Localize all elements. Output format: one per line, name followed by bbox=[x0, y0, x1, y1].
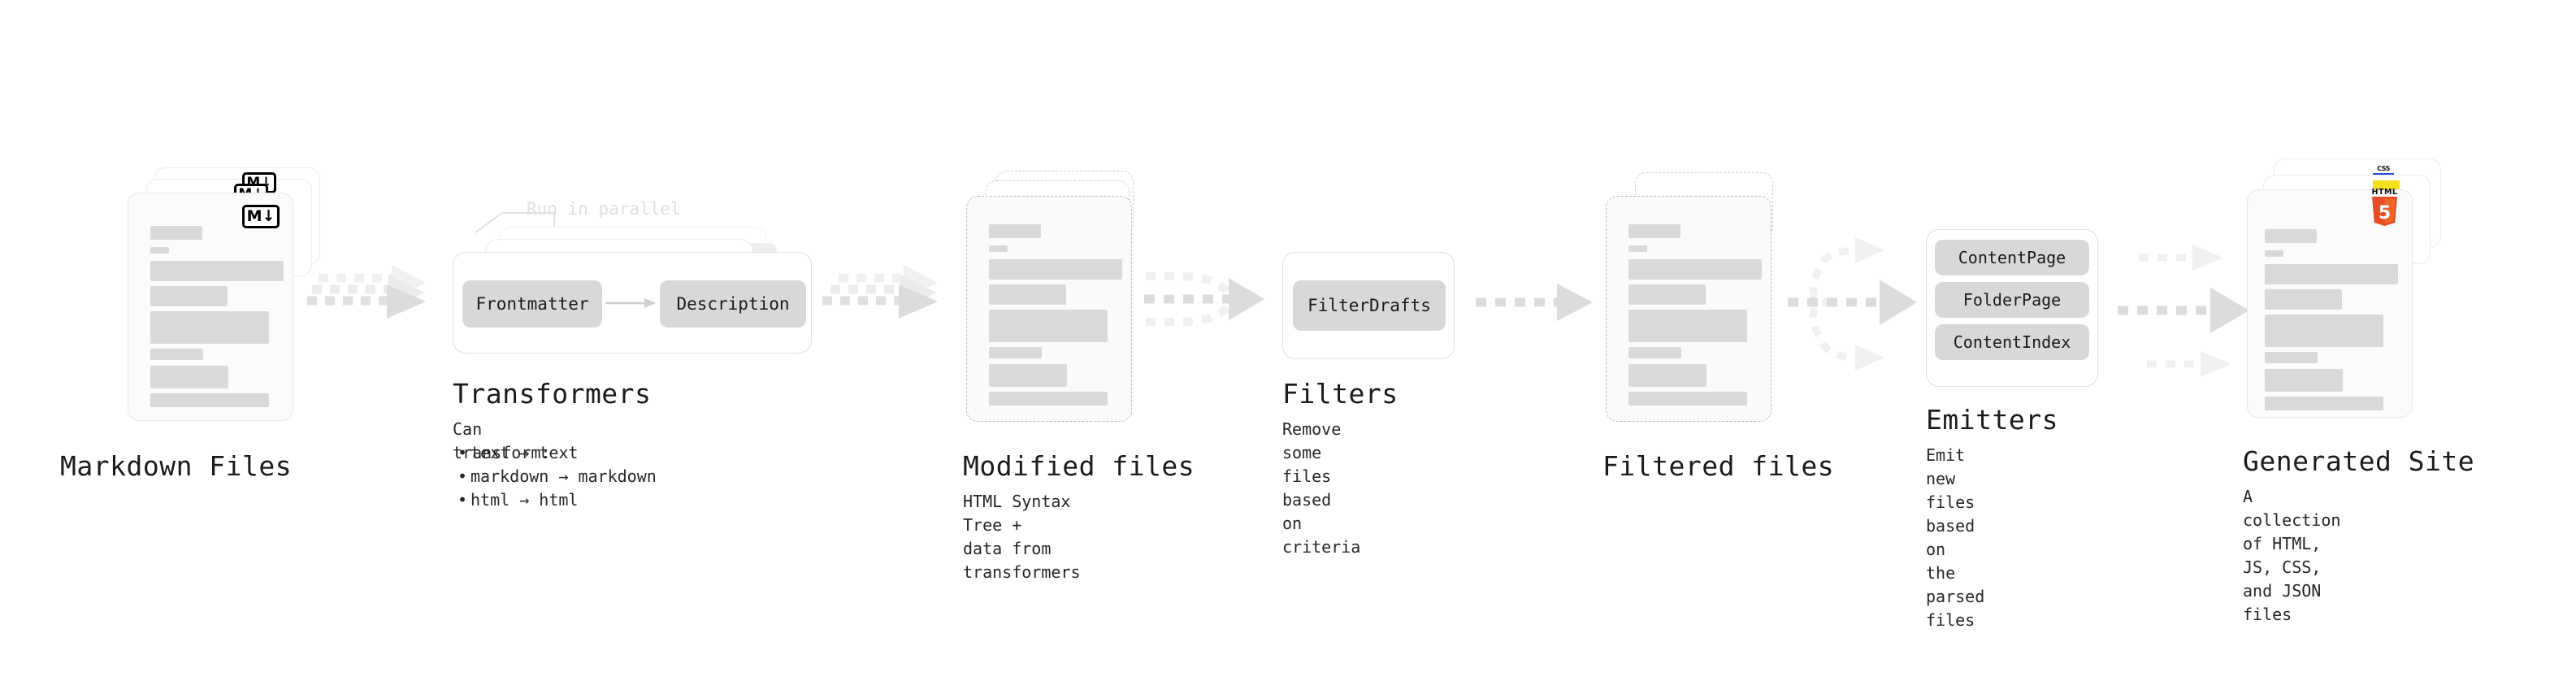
doc-line bbox=[989, 364, 1067, 387]
emitter-node-contentpage[interactable]: ContentPage bbox=[1935, 240, 2089, 275]
doc-line bbox=[2265, 369, 2343, 392]
doc-line bbox=[1628, 224, 1680, 238]
arrow-markdown-to-transformers bbox=[307, 265, 426, 319]
arrow-filtered-files-to-emitters bbox=[1788, 237, 1917, 371]
doc-line bbox=[1628, 364, 1706, 387]
doc-line bbox=[150, 393, 269, 407]
doc-line bbox=[150, 261, 284, 281]
doc-line bbox=[1628, 347, 1681, 358]
stage-desc-filters: Remove some files based on criteria bbox=[1282, 419, 1361, 557]
doc-line bbox=[150, 286, 228, 306]
doc-line bbox=[1628, 392, 1747, 406]
doc-line bbox=[989, 245, 1008, 252]
doc-line bbox=[150, 247, 169, 254]
generated-file-sheet-front bbox=[2247, 189, 2413, 418]
filter-node-filterdrafts[interactable]: FilterDrafts bbox=[1293, 280, 1446, 331]
transformer-arrow-front bbox=[605, 298, 656, 308]
doc-line bbox=[1628, 310, 1747, 342]
doc-line bbox=[2265, 250, 2283, 257]
html5-badge: HTML 5 bbox=[2371, 189, 2398, 228]
list-item: html → html bbox=[453, 488, 657, 512]
doc-line bbox=[150, 226, 202, 240]
stage-title-filtered-files: Filtered files bbox=[1602, 450, 1835, 482]
doc-line bbox=[2265, 314, 2383, 347]
stage-title-generated-site: Generated Site bbox=[2243, 445, 2475, 477]
arrow-transformers-to-modified-files bbox=[822, 265, 938, 319]
doc-line bbox=[989, 259, 1122, 280]
doc-line bbox=[1628, 245, 1647, 252]
arrow-modified-files-to-filters bbox=[1144, 272, 1264, 326]
transformers-bullet-list: text → text markdown → markdown html → h… bbox=[453, 441, 657, 512]
stage-desc-generated-site: A collection of HTML, JS, CSS, and JSON … bbox=[2243, 487, 2341, 624]
arrow-emitters-to-generated-site bbox=[2118, 245, 2249, 377]
doc-line bbox=[1628, 284, 1706, 305]
filtered-file-sheet-front bbox=[1606, 196, 1772, 422]
stage-title-emitters: Emitters bbox=[1926, 404, 2058, 436]
doc-line bbox=[150, 349, 203, 360]
doc-line bbox=[2265, 289, 2342, 310]
html5-shield-icon: 5 bbox=[2372, 197, 2397, 226]
doc-line bbox=[989, 310, 1108, 342]
transformer-node-description[interactable]: Description bbox=[660, 280, 806, 327]
stage-desc-modified-files: HTML Syntax Tree + data from transformer… bbox=[963, 492, 1081, 582]
emitter-node-folderpage[interactable]: FolderPage bbox=[1935, 282, 2089, 318]
doc-line bbox=[2265, 397, 2383, 410]
doc-line bbox=[2265, 264, 2398, 284]
doc-line bbox=[2265, 352, 2318, 363]
stage-title-transformers: Transformers bbox=[453, 378, 652, 410]
run-in-parallel-label: Run in parallel bbox=[527, 199, 681, 219]
markdown-file-sheet-front bbox=[128, 193, 293, 421]
list-item: markdown → markdown bbox=[453, 465, 657, 488]
list-item: text → text bbox=[453, 441, 657, 465]
transformer-node-frontmatter[interactable]: Frontmatter bbox=[462, 280, 602, 327]
doc-line bbox=[150, 366, 228, 388]
doc-line bbox=[989, 392, 1108, 406]
doc-line bbox=[2265, 229, 2317, 243]
modified-file-sheet-front bbox=[966, 196, 1132, 422]
arrow-filters-to-filtered-files bbox=[1476, 284, 1593, 321]
doc-line bbox=[989, 284, 1066, 305]
stage-title-markdown-files: Markdown Files bbox=[60, 450, 293, 482]
html5-badge-label: HTML bbox=[2371, 188, 2398, 197]
doc-line bbox=[989, 224, 1041, 238]
stage-desc-emitters: Emit new files based on the parsed files bbox=[1926, 445, 1985, 630]
css-badge-label: CSS bbox=[2377, 165, 2390, 172]
doc-line bbox=[150, 311, 269, 344]
stage-title-modified-files: Modified files bbox=[963, 450, 1195, 482]
svg-text:5: 5 bbox=[2379, 203, 2391, 223]
stage-title-filters: Filters bbox=[1282, 378, 1399, 410]
emitter-node-contentindex[interactable]: ContentIndex bbox=[1935, 324, 2089, 360]
doc-line bbox=[1628, 259, 1762, 280]
run-in-parallel-leader-line bbox=[475, 212, 555, 236]
markdown-badge-front: M↓ bbox=[242, 205, 280, 228]
doc-line bbox=[989, 347, 1042, 358]
